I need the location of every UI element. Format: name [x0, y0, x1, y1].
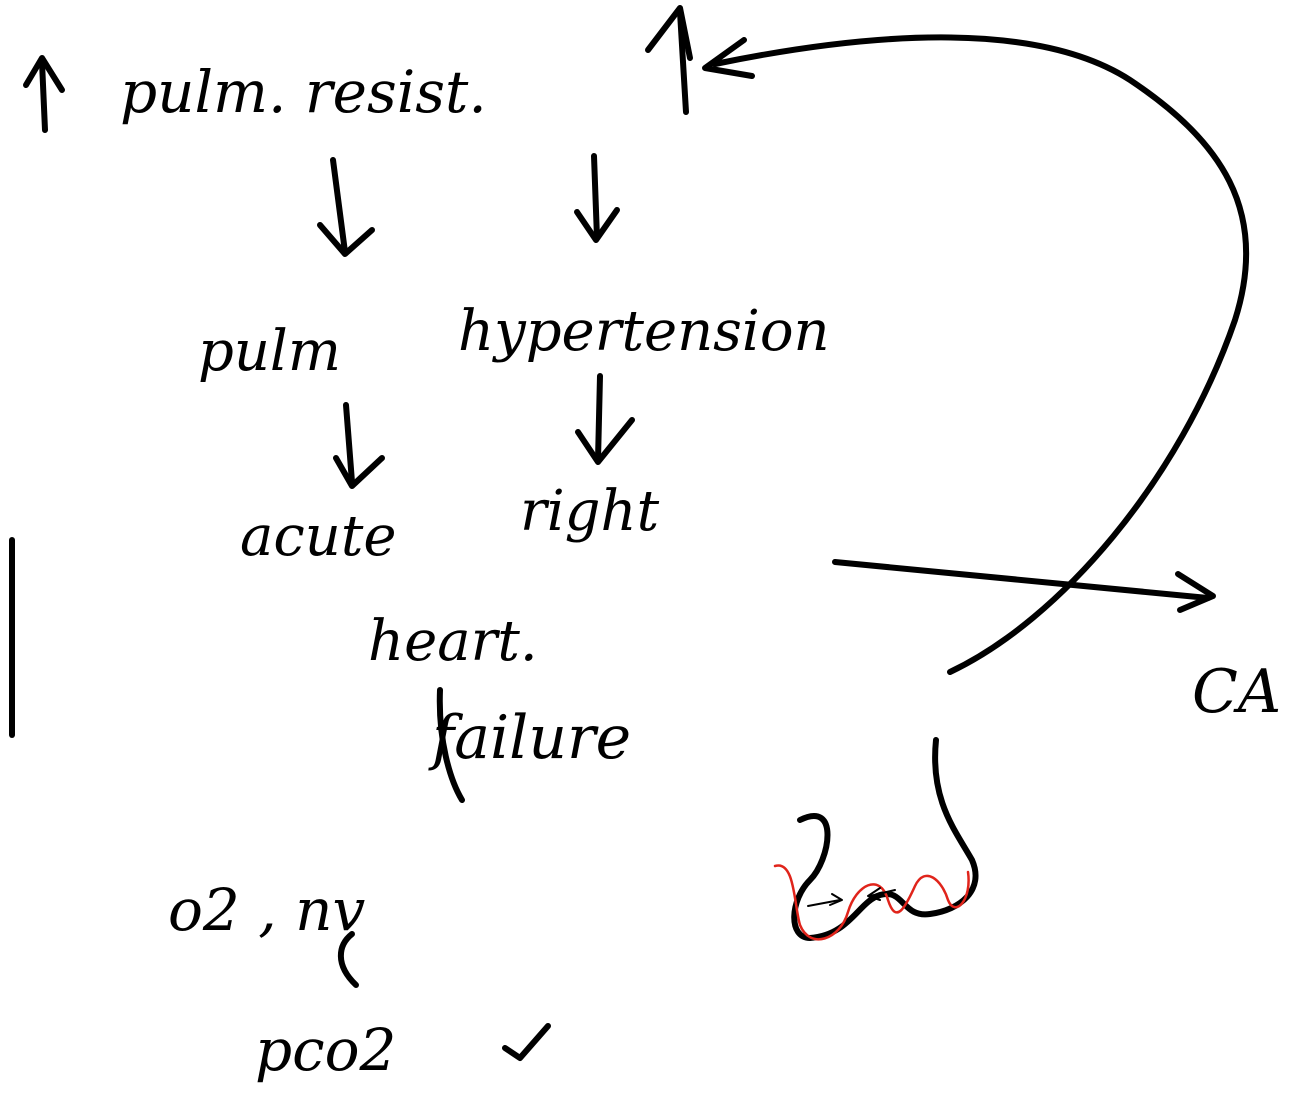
- node-right-low: right: [520, 479, 660, 544]
- arrow-down-1: [317, 157, 375, 257]
- increase-arrow-left: [23, 55, 65, 133]
- node-failure: failure: [428, 703, 631, 773]
- side-label-ca: CA: [1192, 657, 1281, 727]
- failure-descender: [436, 687, 465, 803]
- arrow-to-ca: [832, 559, 1216, 613]
- increase-arrow-right: [645, 5, 693, 115]
- node-bottom-formula: pco2: [255, 1016, 396, 1084]
- comma-stroke: [337, 931, 359, 988]
- sqrt-mark: [502, 1023, 551, 1061]
- node-left-low: acute: [240, 504, 396, 569]
- node-top: pulm. resist.: [120, 58, 487, 126]
- node-bottom-left: o2 , nv: [168, 876, 365, 944]
- node-right-mid: hypertension: [458, 299, 830, 364]
- arrow-down-4: [575, 373, 635, 465]
- node-heart: heart.: [368, 609, 538, 674]
- node-left-mid: pulm: [198, 319, 341, 384]
- sketch-bellows: [773, 737, 979, 941]
- arrow-down-2: [574, 153, 620, 243]
- arrow-down-3: [333, 402, 385, 489]
- feedback-loop-arrow: [702, 34, 1250, 675]
